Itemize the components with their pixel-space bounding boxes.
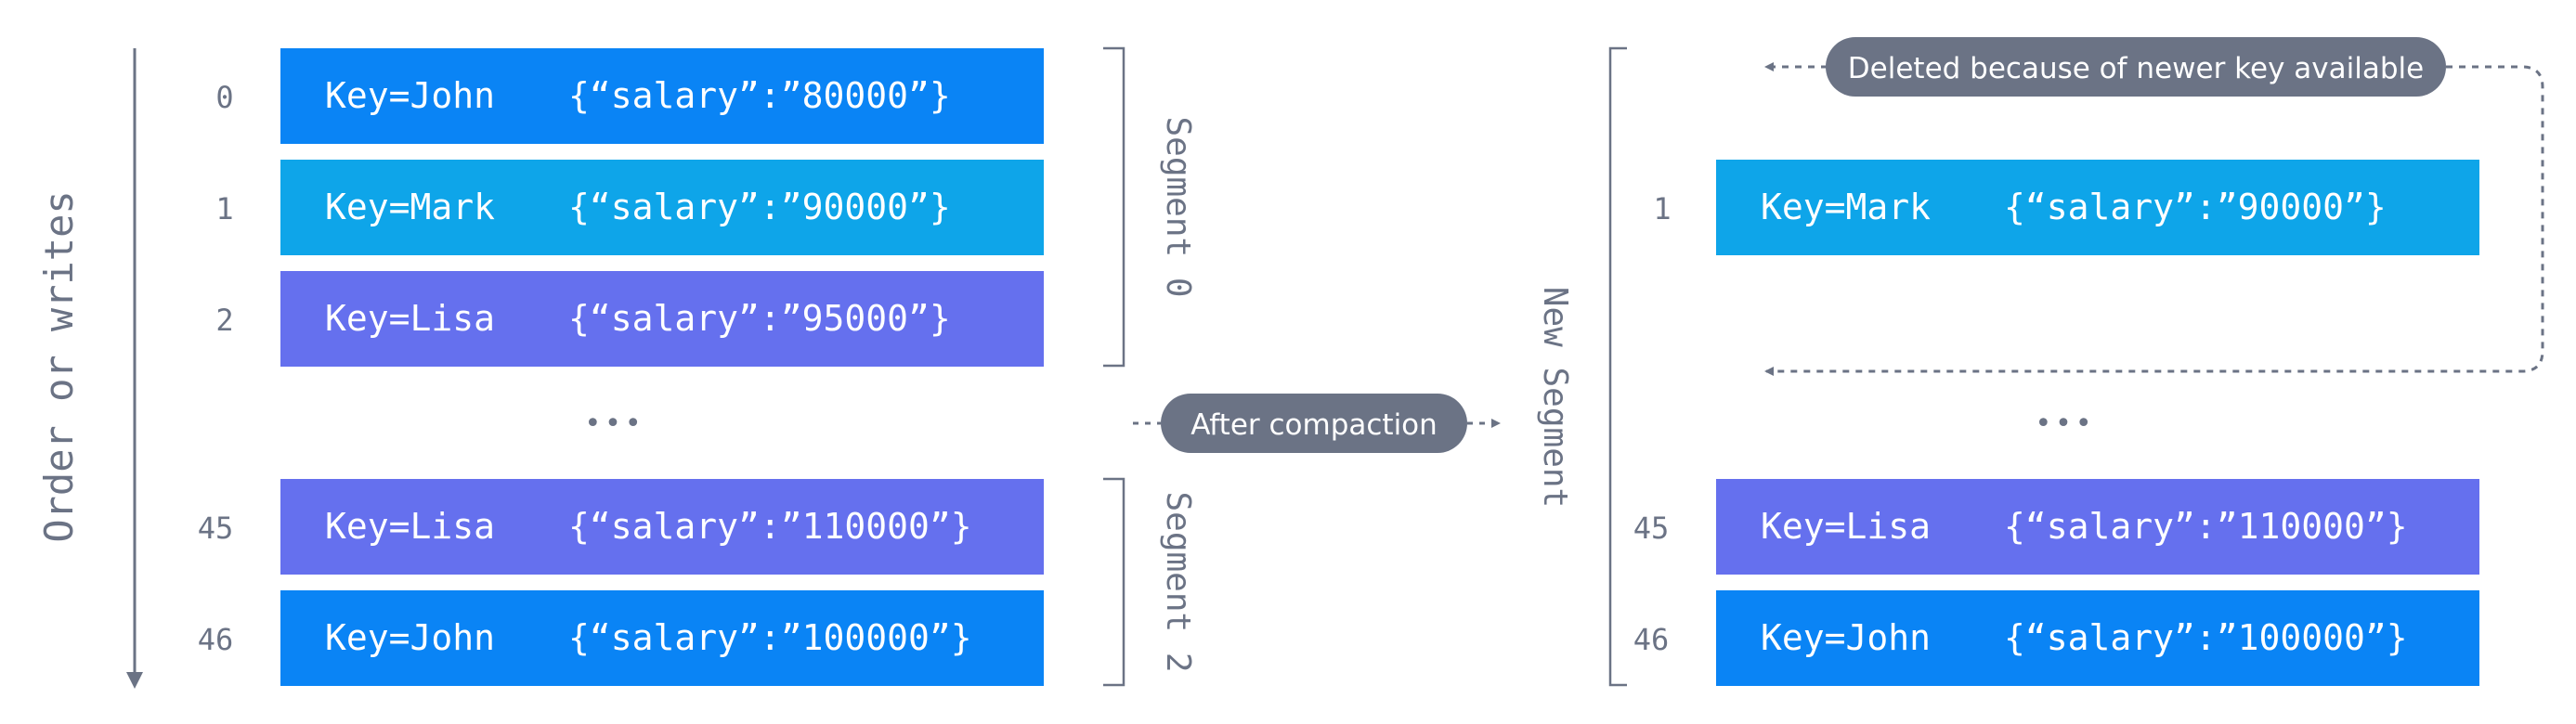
record-value: {“salary”:”100000”} [568,617,972,658]
record-block [280,160,1044,255]
compaction-transition: After compaction [1133,394,1501,453]
right-rows: 1 Key=Mark {“salary”:”90000”} ••• 45 Key… [1633,160,2479,686]
record-key: Key=Lisa [325,506,495,547]
deleted-note-label: Deleted because of newer key available [1848,52,2424,85]
record-value: {“salary”:”110000”} [2004,506,2408,547]
record-key: Key=Mark [325,187,495,227]
record-block [1716,479,2479,575]
left-record-45: 45 Key=Lisa {“salary”:”110000”} [198,479,1044,575]
after-compaction-pill [1161,394,1467,453]
deleted-note-pill [1826,37,2446,97]
record-key: Key=Lisa [325,298,495,339]
record-value: {“salary”:”90000”} [2004,187,2387,227]
record-block [280,48,1044,144]
record-index: 2 [215,303,233,338]
order-axis: Order or writes [36,48,143,689]
record-key: Key=John [1761,617,1931,658]
left-rows: 0 Key=John {“salary”:”80000”} 1 Key=Mark… [198,48,1044,686]
record-index: 46 [198,622,234,657]
segment-2-label: Segment 2 [1159,491,1197,672]
left-record-2: 2 Key=Lisa {“salary”:”95000”} [215,271,1044,367]
new-segment-label: New Segment [1536,287,1574,508]
record-block [280,590,1044,686]
segment-0-label: Segment 0 [1159,116,1197,297]
record-key: Key=Mark [1761,187,1931,227]
right-record-45: 45 Key=Lisa {“salary”:”110000”} [1633,479,2479,575]
record-key: Key=John [325,617,495,658]
record-key: Key=John [325,75,495,116]
record-block [1716,160,2479,255]
segment-2-bracket: Segment 2 [1103,477,1197,687]
new-segment-bracket: New Segment [1536,46,1627,687]
left-record-0: 0 Key=John {“salary”:”80000”} [215,48,1044,144]
record-index: 0 [215,80,233,115]
right-record-1: 1 Key=Mark {“salary”:”90000”} [1653,160,2479,255]
record-value: {“salary”:”110000”} [568,506,972,547]
record-value: {“salary”:”80000”} [568,75,951,116]
record-block [280,479,1044,575]
record-index: 45 [198,511,234,546]
record-index: 45 [1633,511,1670,546]
record-value: {“salary”:”95000”} [568,298,951,339]
record-key: Key=Lisa [1761,506,1931,547]
segment-0-bracket: Segment 0 [1103,46,1197,368]
record-block [1716,590,2479,686]
order-axis-label: Order or writes [36,190,82,542]
record-index: 46 [1633,622,1670,657]
deleted-note: Deleted because of newer key available [1764,37,2544,376]
left-ellipsis: ••• [584,407,644,440]
down-arrow-icon [126,672,143,689]
record-index: 1 [215,191,233,226]
after-compaction-label: After compaction [1190,408,1438,442]
record-value: {“salary”:”100000”} [2004,617,2408,658]
right-record-46: 46 Key=John {“salary”:”100000”} [1633,590,2479,686]
record-block [280,271,1044,367]
record-value: {“salary”:”90000”} [568,187,951,227]
record-index: 1 [1653,191,1671,226]
left-record-46: 46 Key=John {“salary”:”100000”} [198,590,1044,686]
right-ellipsis: ••• [2035,407,2095,440]
left-record-1: 1 Key=Mark {“salary”:”90000”} [215,160,1044,255]
